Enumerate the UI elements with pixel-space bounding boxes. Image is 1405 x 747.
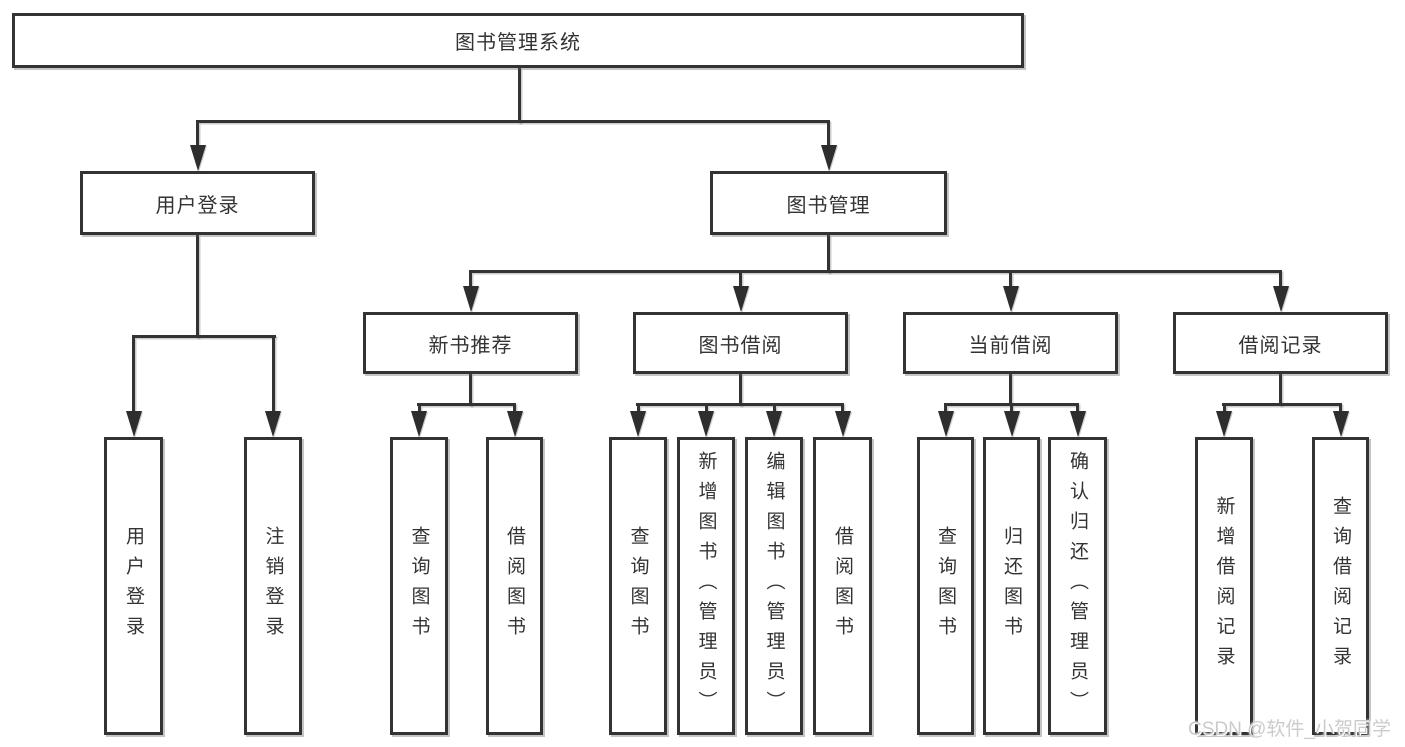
connector-line [132,335,276,338]
connector-line [196,123,199,147]
arrowhead-icon [834,411,851,437]
leaf-user-login: 用户登录 [104,437,163,735]
leaf-add-borrow-record-label: 新增借阅记录 [1213,496,1235,676]
node-user-login-label: 用户登录 [155,194,240,217]
csdn-watermark: CSDN @软件_小贺同学 [1188,719,1391,740]
arrowhead-icon [1069,411,1086,437]
connector-line [196,235,199,338]
connector-line [1010,406,1013,415]
connector-line [1279,273,1282,288]
connector-line [1222,406,1226,415]
arrowhead-icon [1216,411,1232,437]
connector-line [1009,273,1012,288]
node-book-borrow: 图书借阅 [633,312,848,374]
leaf-return-books: 归还图书 [983,437,1040,735]
connector-line [772,406,776,415]
arrowhead-icon [1003,411,1020,437]
leaf-add-borrow-record: 新增借阅记录 [1195,437,1253,735]
connector-line [518,68,521,123]
node-book-management-label: 图书管理 [786,194,871,217]
leaf-add-books-admin-label: 新增图书（管理员） [695,451,717,721]
arrowhead-icon [462,286,479,312]
leaf-user-login-label: 用户登录 [123,526,144,646]
connector-line [827,235,830,273]
leaf-query-books-3-label: 查询图书 [935,526,956,646]
leaf-query-books-3: 查询图书 [917,437,974,735]
node-user-login: 用户登录 [80,171,315,235]
leaf-borrow-books-2-label: 借阅图书 [832,526,853,646]
node-new-book-recommend-label: 新书推荐 [428,334,513,357]
connector-line [132,338,135,413]
leaf-edit-books-admin-label: 编辑图书（管理员） [763,451,785,721]
leaf-add-books-admin: 新增图书（管理员） [677,437,735,735]
leaf-borrow-books-1: 借阅图书 [486,437,543,735]
connector-line [271,338,275,413]
node-root-label: 图书管理系统 [455,32,581,54]
connector-line [513,406,516,415]
connector-line [469,273,472,288]
arrowhead-icon [937,411,954,437]
leaf-query-borrow-record-label: 查询借阅记录 [1330,496,1351,676]
arrowhead-icon [1332,411,1349,437]
connector-line [417,403,516,406]
connector-line [1339,406,1342,415]
arrowhead-icon [125,411,142,437]
connector-line [944,403,1079,406]
connector-line [739,273,742,288]
leaf-query-books-2-label: 查询图书 [627,526,649,646]
connector-line [469,270,1282,273]
connector-line [1076,406,1079,415]
arrowhead-icon [506,411,523,437]
arrowhead-icon [698,411,714,437]
leaf-query-books-1-label: 查询图书 [408,526,430,646]
arrowhead-icon [732,286,749,312]
leaf-query-books-2: 查询图书 [609,437,667,735]
node-book-management: 图书管理 [710,171,947,235]
connector-line [1279,374,1282,406]
node-current-borrow-label: 当前借阅 [968,334,1053,357]
leaf-logout-label: 注销登录 [262,526,284,646]
node-new-book-recommend: 新书推荐 [363,312,578,374]
leaf-edit-books-admin: 编辑图书（管理员） [745,437,803,735]
leaf-confirm-return-admin: 确认归还（管理员） [1048,437,1107,735]
connector-line [1222,403,1342,406]
connector-line [739,374,742,406]
leaf-borrow-books-1-label: 借阅图书 [504,526,525,646]
leaf-query-borrow-record: 查询借阅记录 [1312,437,1369,735]
arrowhead-icon [1272,286,1289,312]
connector-line [196,120,830,123]
node-current-borrow: 当前借阅 [903,312,1118,374]
arrowhead-icon [189,145,206,171]
connector-line [636,406,640,415]
arrowhead-icon [820,145,837,171]
leaf-return-books-label: 归还图书 [1001,526,1022,646]
node-borrow-records: 借阅记录 [1173,312,1388,374]
arrowhead-icon [411,411,427,437]
connector-line [636,403,844,406]
leaf-borrow-books-2: 借阅图书 [813,437,872,735]
node-root: 图书管理系统 [12,13,1024,68]
leaf-query-books-1: 查询图书 [390,437,448,735]
leaf-confirm-return-admin-label: 确认归还（管理员） [1067,451,1088,721]
arrowhead-icon [1002,286,1019,312]
connector-line [841,406,844,415]
connector-line [704,406,708,415]
node-book-borrow-label: 图书借阅 [698,334,783,357]
connector-line [1009,374,1012,406]
connector-line [944,406,947,415]
connector-line [827,123,830,147]
leaf-logout: 注销登录 [244,437,302,735]
node-borrow-records-label: 借阅记录 [1238,334,1323,357]
connector-line [469,374,472,406]
arrowhead-icon [265,411,281,437]
connector-line [417,406,421,415]
arrowhead-icon [766,411,782,437]
arrowhead-icon [630,411,646,437]
